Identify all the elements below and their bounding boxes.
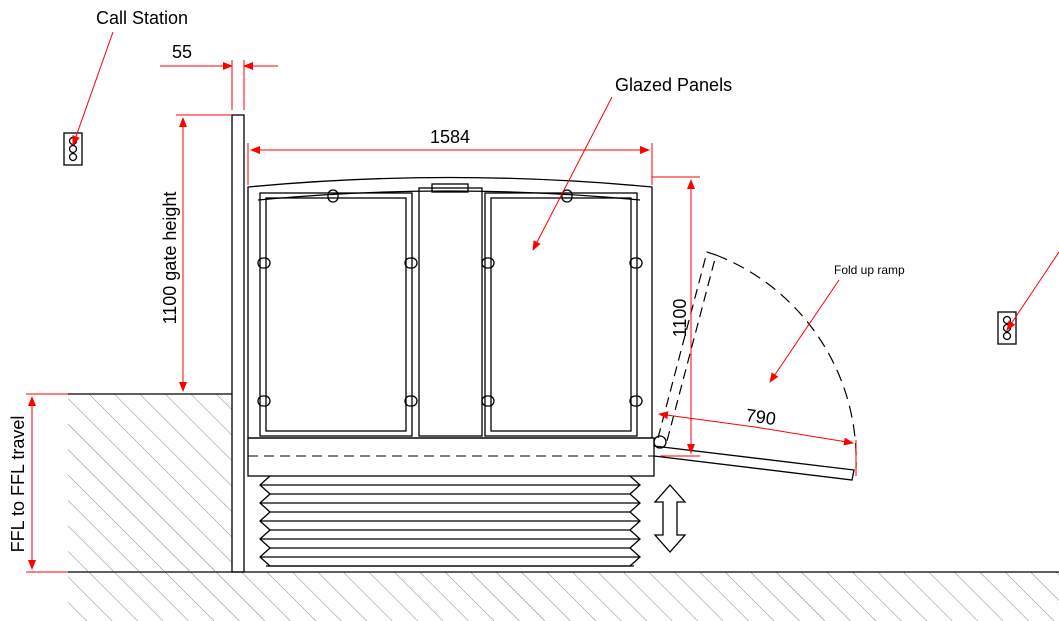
- ground: [68, 571, 1059, 621]
- upper-landing: [68, 393, 232, 572]
- bellows: [259, 475, 641, 567]
- gap-dimension-label: 55: [172, 42, 192, 62]
- platform-base: [247, 437, 655, 477]
- width-dimension-label: 1584: [430, 127, 470, 147]
- travel-arrow-icon: [653, 484, 687, 553]
- fold-up-ramp: [653, 251, 857, 481]
- call-station-label: Call Station: [96, 8, 188, 28]
- glazed-panels-label: Glazed Panels: [615, 75, 732, 95]
- gate-post: [231, 114, 245, 573]
- dimension-lines: [26, 31, 1059, 573]
- call-station-left: [63, 132, 83, 166]
- platform-cabin: [247, 176, 653, 439]
- fold-up-ramp-label: Fold up ramp: [834, 263, 905, 277]
- gate-height-label: 1100 gate height: [160, 192, 180, 325]
- ramp-length-label: 790: [745, 405, 778, 429]
- call-station-right: [997, 311, 1017, 345]
- travel-label: FFL to FFL travel: [8, 416, 28, 553]
- panel-height-label: 1100: [670, 299, 690, 338]
